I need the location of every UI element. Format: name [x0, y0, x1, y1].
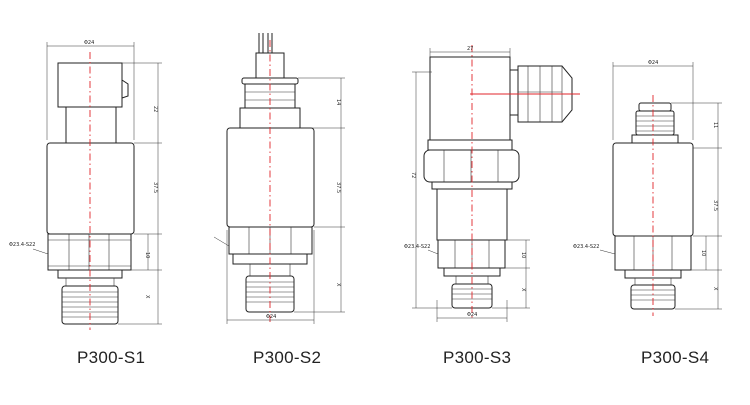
s3-bottom-width-label: Φ24	[467, 312, 477, 318]
s4-connector-h-label: 11	[712, 122, 718, 128]
s3-thread-h-label: X	[520, 288, 526, 292]
s3-hex-h-label: 10	[520, 252, 526, 258]
s1-hex-h-label: 10	[144, 252, 150, 258]
caption-p300-s2: P300-S2	[253, 348, 322, 367]
s1-hex-note: Φ23.4-S22	[9, 242, 35, 248]
caption-p300-s1: P300-S1	[77, 348, 146, 367]
s4-hex-note: Φ23.4-S22	[573, 244, 599, 250]
caption-p300-s4: P300-S4	[641, 348, 710, 367]
s1-body-h-label: 37.5	[152, 182, 158, 193]
s2-body-h-label: 37.5	[335, 182, 341, 193]
s3-hex-note: Φ23.4-S22	[404, 244, 430, 250]
s1-connector-h-label: 22	[152, 106, 158, 112]
s4-hex-h-label: 10	[700, 250, 706, 256]
s2-cable-h-label: 14	[335, 99, 341, 105]
s4-body-h-label: 37.5	[712, 200, 718, 211]
caption-p300-s3: P300-S3	[443, 348, 512, 367]
s3-total-h-label: 72	[410, 172, 416, 178]
s1-top-width-label: Φ24	[84, 40, 94, 46]
s1-thread-h-label: X	[144, 295, 150, 299]
drawing-p300-s4: Φ24 11 37.5 10 X Φ23.4-S22	[573, 60, 722, 316]
s3-top-width-label: 27	[467, 46, 473, 52]
s2-bottom-width-label: Φ24	[266, 314, 276, 320]
s4-top-width-label: Φ24	[648, 60, 658, 66]
s2-thread-h-label: X	[335, 283, 341, 287]
s4-thread-h-label: X	[712, 287, 718, 291]
drawing-p300-s3: 27 72 10 X Φ24 Φ23.4-S22	[404, 45, 580, 322]
drawing-p300-s1: Φ24 22 37.5 10 X Φ23.4-S22	[9, 40, 162, 330]
drawing-p300-s2: 14 37.5 X Φ24	[213, 33, 345, 324]
